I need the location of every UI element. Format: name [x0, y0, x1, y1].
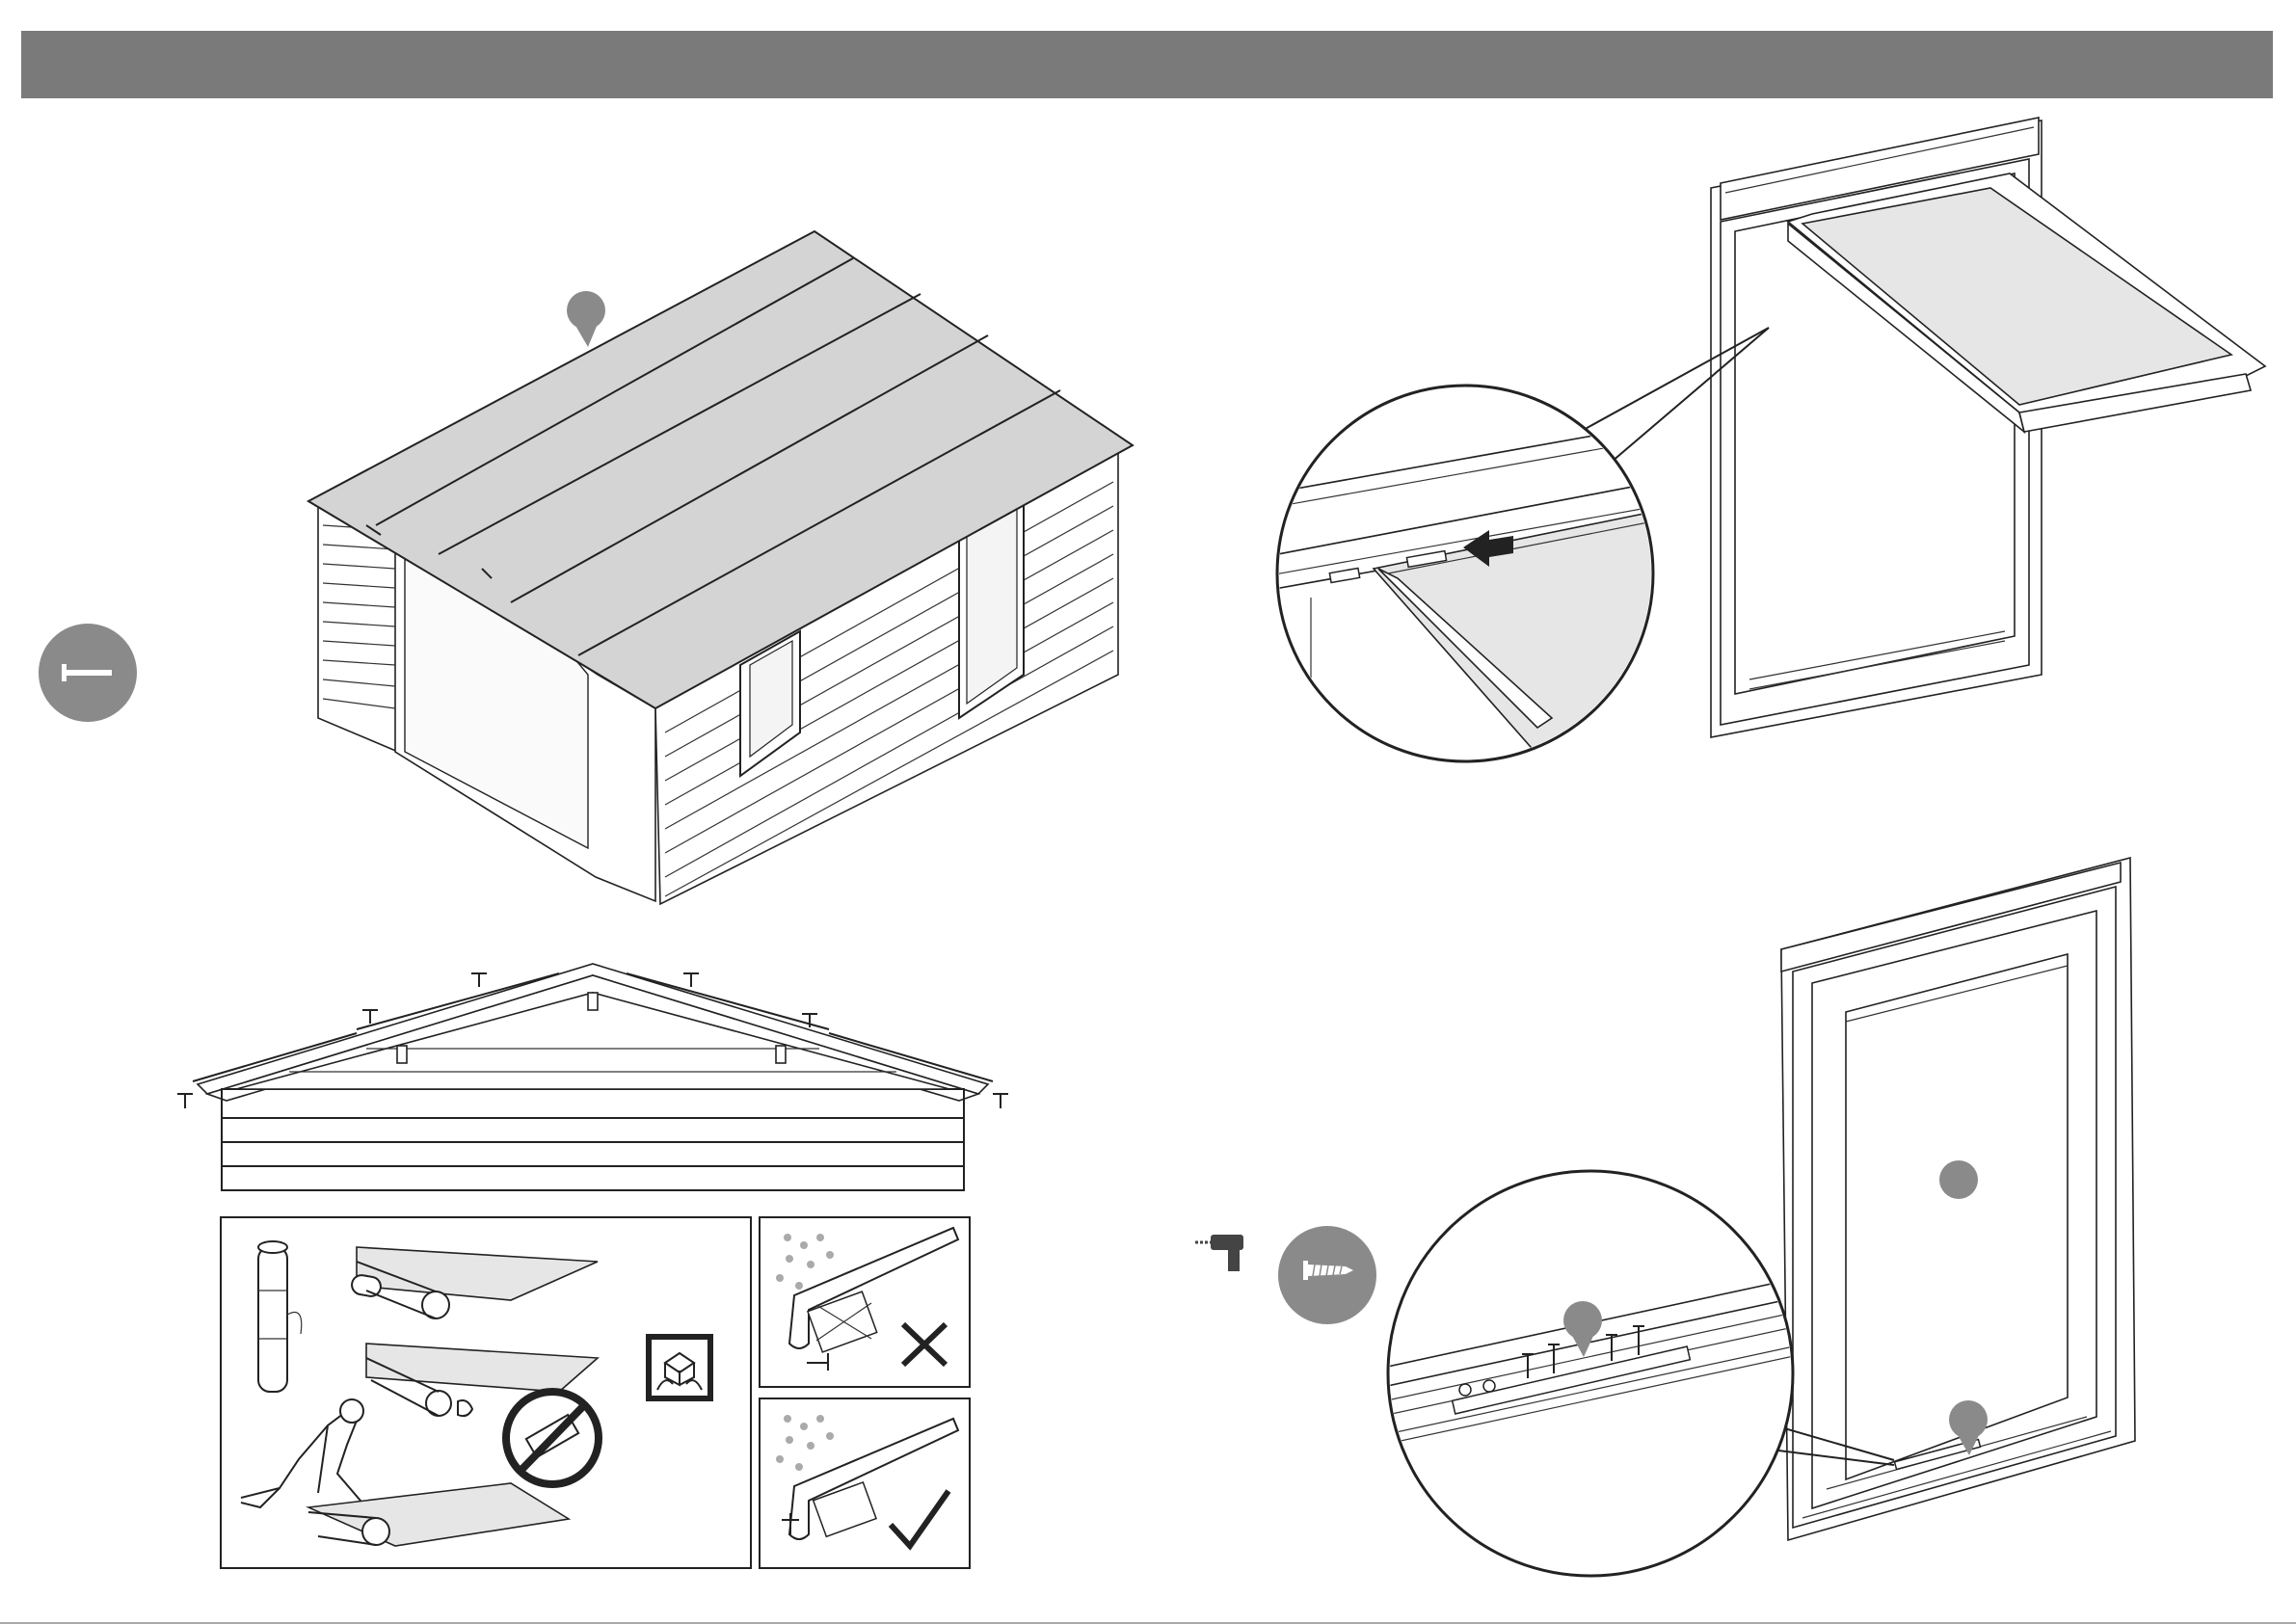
glass-marker [1939, 1160, 1978, 1199]
